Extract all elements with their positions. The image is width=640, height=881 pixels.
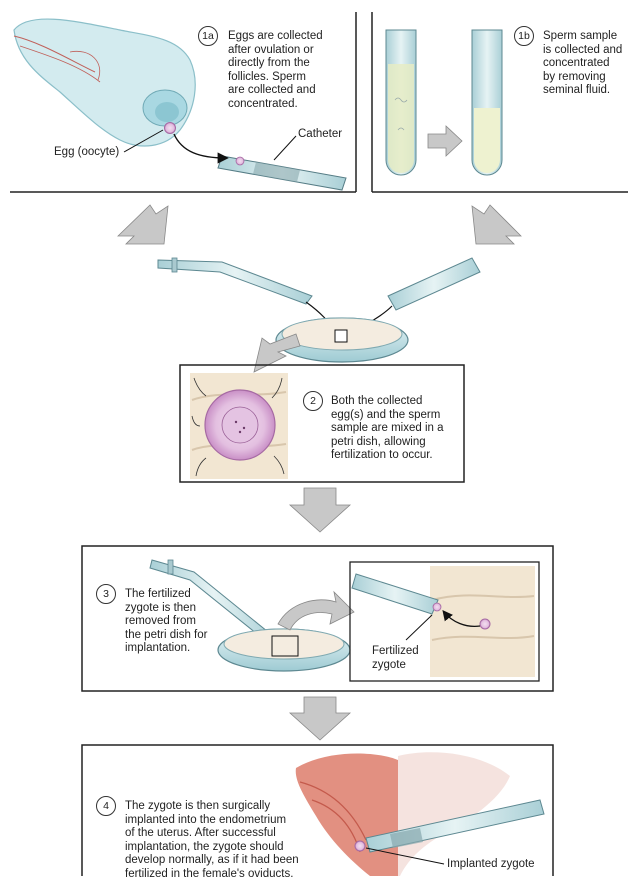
step-1a-badge: 1a (198, 26, 218, 46)
panel-4 (81, 744, 554, 876)
step-4-text: The zygote is then surgically implanted … (125, 800, 299, 880)
egg-oocyte-icon (164, 122, 176, 134)
fertilized-zygote-label: Fertilized zygote (372, 645, 419, 671)
panel-1b (371, 12, 628, 193)
test-tube-after-icon (471, 29, 503, 176)
panel-3 (81, 545, 554, 692)
petri-dish-top-icon (275, 317, 409, 363)
catheter-label: Catheter (298, 128, 343, 140)
implant-catheter-icon (365, 799, 545, 853)
panel-1a (10, 12, 357, 193)
petri-dish-3-icon (217, 628, 351, 672)
implanted-zygote-icon (354, 840, 366, 852)
panel-2 (179, 364, 465, 483)
pipette-tip-icon (351, 573, 442, 615)
step-2-text: Both the collected egg(s) and the sperm … (331, 395, 444, 461)
gray-curved-arrow-icon (253, 333, 301, 373)
step-4-badge: 4 (96, 796, 116, 816)
sample-tube-icon (387, 257, 481, 311)
test-tube-before-icon (385, 29, 417, 176)
gray-arrow-right-icon (427, 125, 463, 157)
catheter-icon (217, 155, 347, 191)
gray-arrow-down-3-icon (288, 696, 352, 741)
pipette-icon (157, 257, 313, 305)
uterus-illustration (295, 753, 398, 876)
step-1b-badge: 1b (514, 26, 534, 46)
step-1a-text: Eggs are collected after ovulation or di… (228, 30, 323, 110)
step-2-badge: 2 (303, 391, 323, 411)
gray-arrow-down-left-icon (471, 204, 522, 245)
zygote-icon (479, 618, 491, 630)
step-3-text: The fertilized zygote is then removed fr… (125, 588, 208, 654)
gray-arrow-down-2-icon (288, 487, 352, 533)
egg-oocyte-label: Egg (oocyte) (54, 146, 120, 158)
gray-curved-arrow-3-icon (277, 590, 355, 631)
gray-arrow-down-right-icon (117, 204, 169, 245)
implanted-zygote-label: Implanted zygote (447, 858, 535, 870)
step-1b-text: Sperm sample is collected and concentrat… (543, 30, 623, 96)
step-3-badge: 3 (96, 584, 116, 604)
